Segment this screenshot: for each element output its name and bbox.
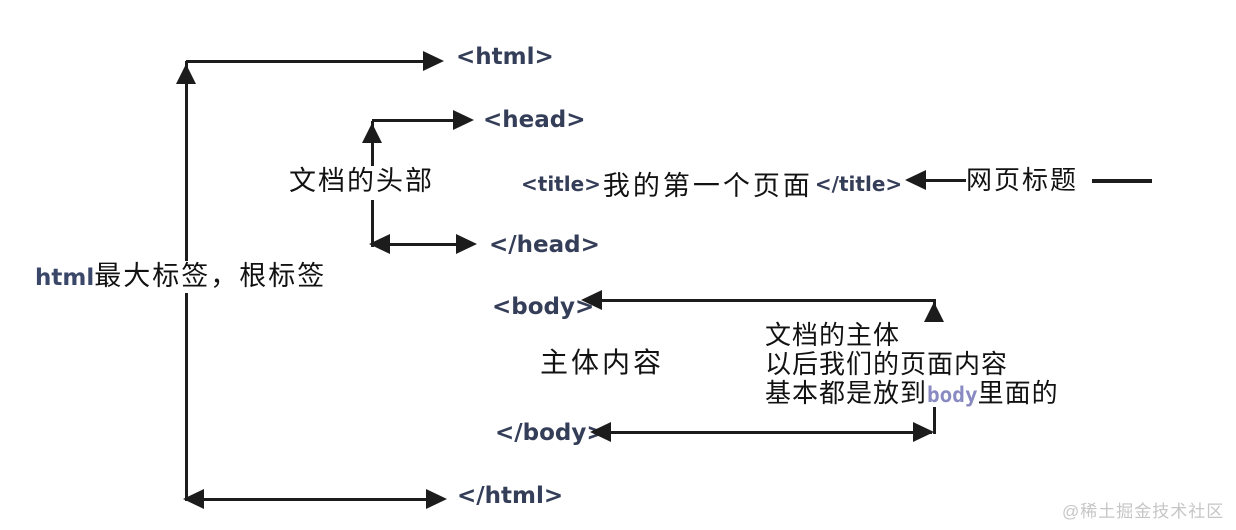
body-note-line3: 基本都是放到body里面的 (765, 379, 1059, 410)
head-bracket-vertical-bottom (371, 200, 374, 247)
head-bracket-vertical-top (371, 121, 374, 170)
tag-html-close: </html> (457, 483, 564, 509)
tag-head-open: <head> (483, 107, 586, 133)
root-tag-label-latin: html (35, 265, 95, 291)
head-bracket-bottom-line (372, 243, 458, 246)
tag-head-close: </head> (489, 232, 600, 258)
arrowhead-left-icon (581, 290, 602, 310)
arrowhead-right-icon (453, 110, 474, 130)
root-tag-label: html最大标签，根标签 (35, 261, 327, 293)
arrowhead-up-icon (362, 123, 382, 143)
arrowhead-left-icon (905, 170, 926, 190)
tag-body-open: <body> (492, 294, 595, 320)
arrowhead-right-icon (423, 51, 444, 71)
arrowhead-up-icon (176, 64, 196, 84)
arrowhead-right-icon (456, 234, 477, 254)
arrowhead-left-icon (183, 489, 204, 509)
tag-html-open: <html> (456, 44, 554, 70)
title-line: <title> 我的第一个页面 </title> (521, 164, 902, 203)
title-annotation-line-right (1092, 179, 1152, 183)
title-annotation-line-left (922, 179, 968, 182)
html-bracket-top-line (186, 60, 424, 63)
arrowhead-right-icon (913, 422, 934, 442)
arrowhead-right-icon (426, 489, 447, 509)
html-bracket-bottom-line (186, 498, 427, 501)
arrowhead-up-icon (924, 302, 944, 322)
body-note-line3-code: body (927, 383, 978, 407)
watermark: @稀土掘金技术社区 (1062, 502, 1225, 521)
body-note-line2: 以后我们的页面内容 (765, 349, 1009, 379)
tag-title-open: <title> (521, 171, 601, 196)
tag-title-close: </title> (814, 171, 903, 196)
body-note-line3-pre: 基本都是放到 (765, 378, 928, 408)
body-note: 文档的主体 以后我们的页面内容 基本都是放到body里面的 (765, 321, 1059, 410)
body-close-stub (933, 407, 936, 434)
body-open-line (598, 299, 936, 302)
head-bracket-top-line (372, 119, 456, 122)
body-close-line (607, 431, 932, 434)
tag-body-close: </body> (495, 420, 606, 446)
doc-head-label: 文档的头部 (289, 166, 434, 196)
arrowhead-left-icon (590, 422, 611, 442)
arrowhead-left-icon (369, 234, 390, 254)
page-title-label: 网页标题 (966, 165, 1079, 195)
title-text: 我的第一个页面 (602, 171, 813, 201)
body-content-label: 主体内容 (540, 347, 665, 378)
body-note-line1: 文档的主体 (765, 320, 901, 350)
body-note-line3-post: 里面的 (977, 378, 1059, 408)
root-tag-label-zh: 最大标签，根标签 (94, 261, 327, 291)
